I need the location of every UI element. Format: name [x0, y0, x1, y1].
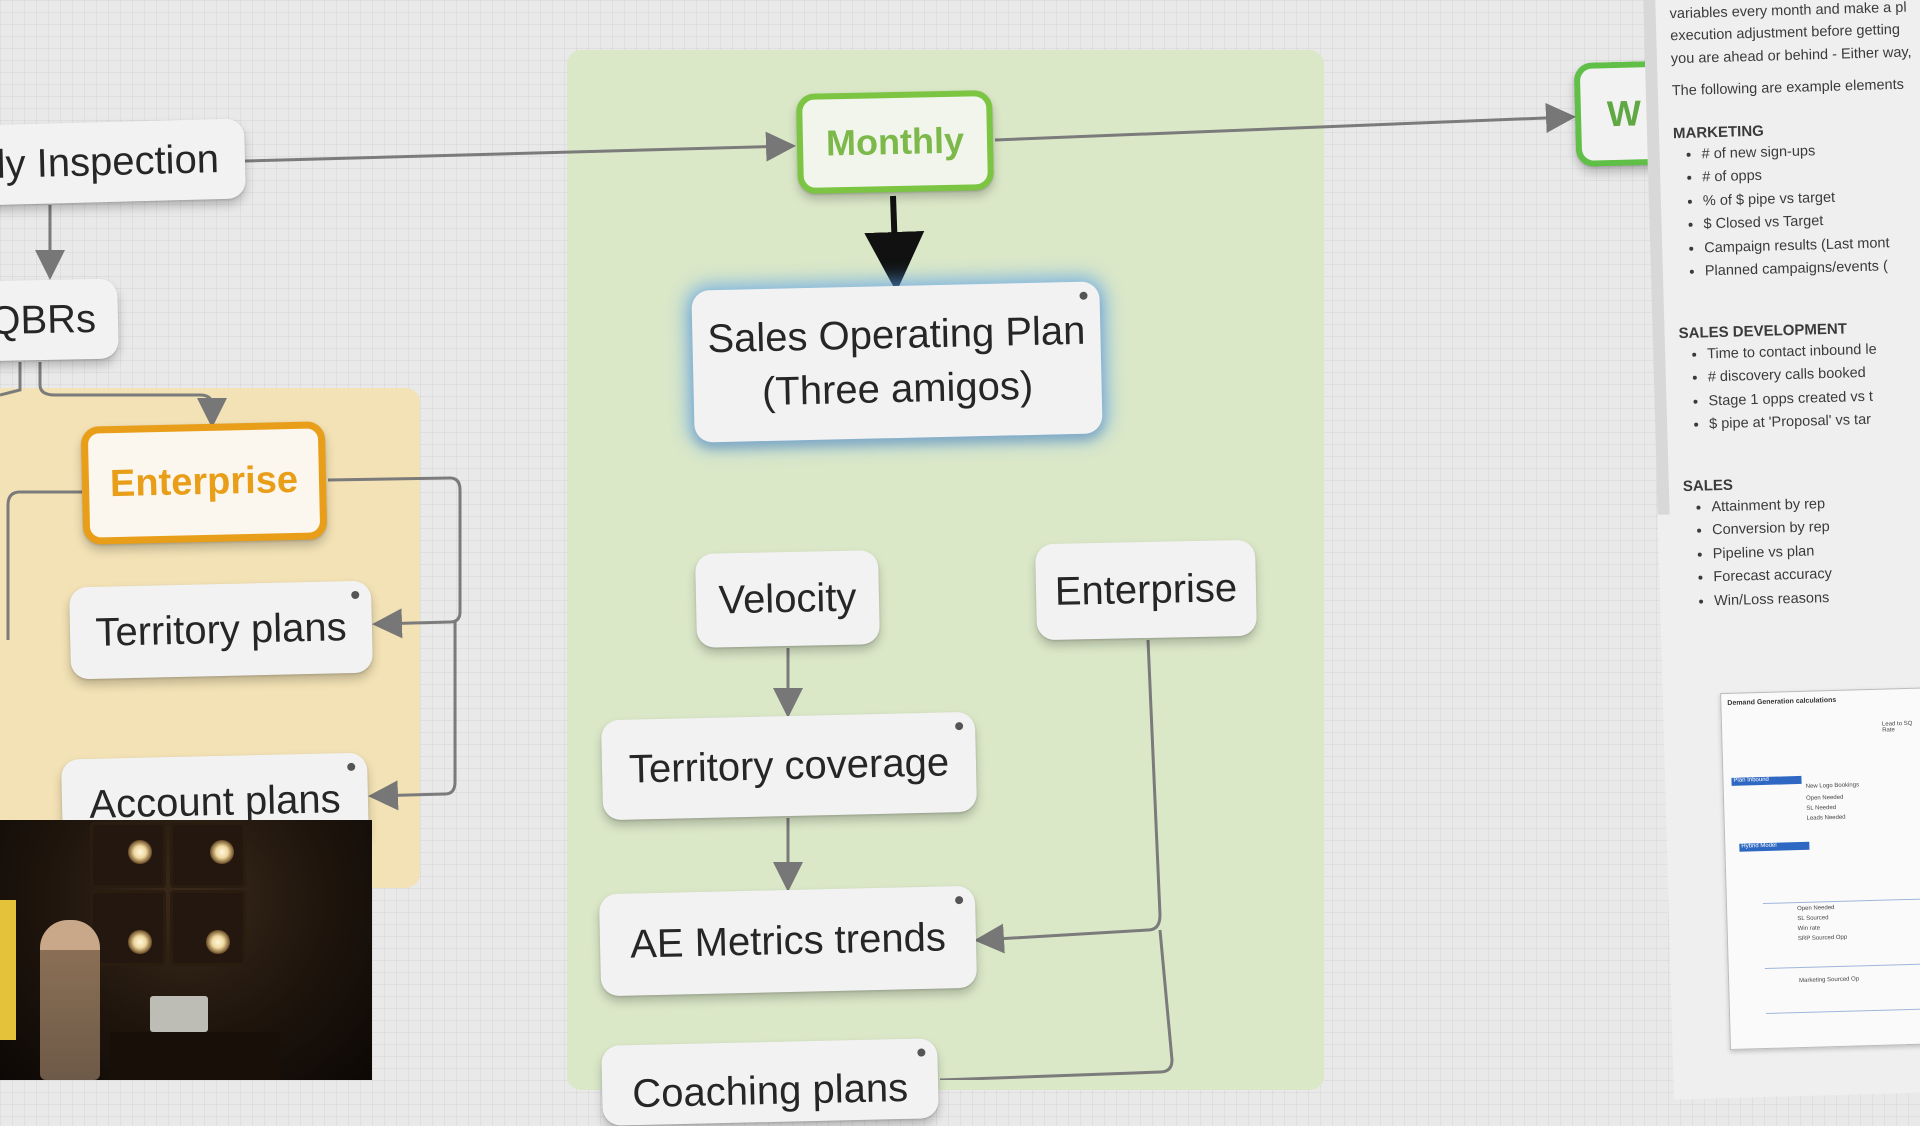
- notes-intro: variables every month and make a pl exec…: [1669, 0, 1920, 71]
- spreadsheet-thumbnail[interactable]: Demand Generation calculations Lead to S…: [1720, 686, 1920, 1051]
- thumbnail-label: Leads Needed: [1806, 814, 1846, 822]
- stage-desk: [110, 1032, 280, 1080]
- stage-light: [210, 840, 234, 864]
- node-label: Enterprise: [109, 459, 299, 506]
- node-label: QBRs: [0, 296, 97, 344]
- node-territory-plans[interactable]: Territory plans: [68, 580, 374, 680]
- stage-light: [128, 840, 152, 864]
- connector-monthly-to-weekly: [994, 102, 1576, 142]
- thumbnail-rule: [1764, 963, 1920, 970]
- thumbnail-label: Hybrid Model: [1741, 842, 1777, 850]
- node-label: W: [1606, 92, 1642, 134]
- thumbnail-label: Open Needed: [1805, 794, 1844, 802]
- connector-enterprise-to-coaching: [939, 929, 1174, 1080]
- node-label: AE Metrics trends: [629, 915, 947, 967]
- node-coaching-plans[interactable]: Coaching plans: [601, 1038, 939, 1126]
- node-velocity[interactable]: Velocity: [695, 550, 880, 648]
- stage-panel: [170, 890, 246, 966]
- thumbnail-label: SL Sourced: [1797, 915, 1829, 923]
- notes-intro-2: The following are example elements: [1671, 77, 1905, 100]
- thumbnail-label: Plan Inbound: [1733, 776, 1769, 784]
- stage-panel: [90, 890, 166, 966]
- node-label: Territory coverage: [628, 740, 950, 792]
- stage-screen-edge: [0, 900, 16, 1040]
- thumbnail-label: New Logo Bookings: [1805, 782, 1860, 790]
- node-weekly-partial[interactable]: W: [1573, 60, 1657, 168]
- node-label-line2: (Three amigos): [761, 363, 1034, 415]
- connector-qbrs-left: [0, 362, 22, 397]
- thumbnail-label: Lead to SQ Rate: [1881, 720, 1913, 734]
- thumbnail-rule: [1762, 898, 1920, 905]
- node-qbrs[interactable]: QBRs: [0, 278, 119, 362]
- thumbnail-label: SRP Sourced Opp: [1797, 934, 1848, 943]
- connector-monthly-to-sop: [864, 195, 925, 292]
- node-sales-operating-plan[interactable]: Sales Operating Plan (Three amigos): [691, 281, 1103, 443]
- connector-enterprise-to-ae: [974, 639, 1162, 954]
- node-menu-dot[interactable]: [351, 590, 360, 600]
- stage-light: [128, 930, 152, 954]
- connector-enterprise-left: [6, 490, 82, 640]
- intro-line: variables every month and make a pl: [1669, 0, 1907, 23]
- node-menu-dot[interactable]: [917, 1048, 926, 1057]
- node-label: Enterprise: [1054, 566, 1238, 614]
- node-label-line1: Sales Operating Plan: [706, 308, 1086, 362]
- node-enterprise-right[interactable]: Enterprise: [1035, 539, 1257, 641]
- speaker: [40, 920, 100, 1080]
- thumbnail-rule: [1766, 1007, 1920, 1015]
- thumbnail-label: Marketing Sourced Op: [1799, 976, 1860, 985]
- thumbnail-title: Demand Generation calculations: [1727, 696, 1837, 707]
- sales-list: Attainment by rep Conversion by rep Pipe…: [1683, 489, 1920, 614]
- stage-panel: [170, 822, 246, 888]
- connector-inspection-to-monthly: [244, 131, 796, 163]
- thumbnail-label: Win rate: [1797, 925, 1821, 933]
- node-ae-metrics-trends[interactable]: AE Metrics trends: [598, 885, 978, 997]
- sales-development-list: Time to contact inbound le # discovery c…: [1679, 336, 1920, 438]
- node-menu-dot[interactable]: [955, 896, 964, 905]
- node-menu-dot[interactable]: [1079, 291, 1088, 300]
- node-label: Coaching plans: [631, 1065, 909, 1117]
- connector-enterprise-to-account: [368, 620, 457, 811]
- marketing-list: # of new sign-ups # of opps % of $ pipe …: [1673, 136, 1920, 285]
- node-menu-dot[interactable]: [955, 722, 964, 731]
- connectors-layer: [0, 102, 1576, 1080]
- node-menu-dot[interactable]: [347, 762, 356, 771]
- node-label: Monthly: [825, 119, 965, 164]
- thumbnail-label: SL Needed: [1806, 804, 1837, 812]
- node-label: rly Inspection: [0, 137, 220, 188]
- connector-qbrs-to-enterprise: [38, 362, 227, 428]
- node-territory-coverage[interactable]: Territory coverage: [600, 711, 978, 821]
- intro-line: you are ahead or behind - Either way,: [1670, 44, 1912, 68]
- node-monthly[interactable]: Monthly: [795, 89, 995, 195]
- node-enterprise-left[interactable]: Enterprise: [80, 421, 328, 545]
- node-label: Velocity: [718, 575, 857, 623]
- node-quarterly-inspection[interactable]: rly Inspection: [0, 118, 246, 206]
- thumbnail-label: Open Needed: [1797, 905, 1835, 913]
- intro-line: execution adjustment before getting: [1670, 22, 1901, 45]
- laptop: [150, 996, 208, 1032]
- node-label: Territory plans: [94, 605, 348, 655]
- speaker-video-overlay: [0, 820, 372, 1080]
- stage-light: [206, 930, 230, 954]
